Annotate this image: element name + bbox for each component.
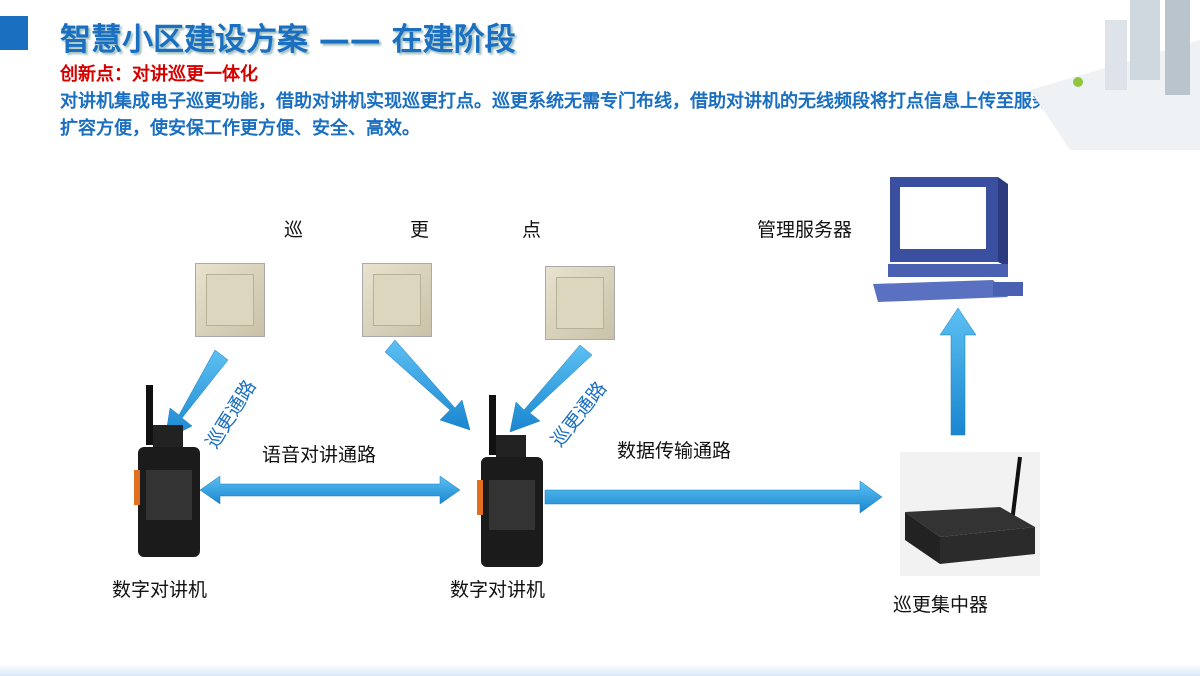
patrol-point-device: [545, 266, 615, 340]
radio-label-center: 数字对讲机: [450, 579, 546, 601]
data-path-label: 数据传输通路: [617, 440, 732, 462]
concentrator-label: 巡更集中器: [893, 594, 989, 616]
server-label: 管理服务器: [757, 219, 853, 241]
footer-bar: [0, 664, 1200, 676]
patrol-point-label-3: 点: [522, 219, 542, 241]
voice-path-label: 语音对讲通路: [262, 444, 377, 466]
arrow-data-path: [544, 480, 883, 514]
page-title: 智慧小区建设方案 —— 在建阶段: [60, 22, 516, 58]
patrol-point-label-2: 更: [410, 219, 430, 241]
management-server-computer: [873, 177, 1023, 302]
arrow-voice-path: [199, 475, 461, 505]
digital-radio-left: [134, 385, 200, 557]
title-marker: [0, 16, 28, 50]
patrol-point-device: [195, 263, 265, 337]
description: 对讲机集成电子巡更功能，借助对讲机实现巡更打点。巡更系统无需专门布线，借助对讲机…: [60, 91, 1086, 139]
arrow-point2-to-radio: [384, 339, 471, 431]
patrol-point-label-1: 巡: [284, 219, 304, 241]
patrol-concentrator-device: [900, 452, 1040, 576]
subtitle: 创新点：对讲巡更一体化: [60, 64, 258, 85]
arrow-point3-to-radio: [509, 344, 593, 433]
digital-radio-center: [477, 395, 543, 567]
radio-label-left: 数字对讲机: [112, 579, 208, 601]
patrol-point-device: [362, 263, 432, 337]
arrow-to-server: [939, 307, 977, 436]
city-buildings-illustration: [1030, 0, 1200, 150]
